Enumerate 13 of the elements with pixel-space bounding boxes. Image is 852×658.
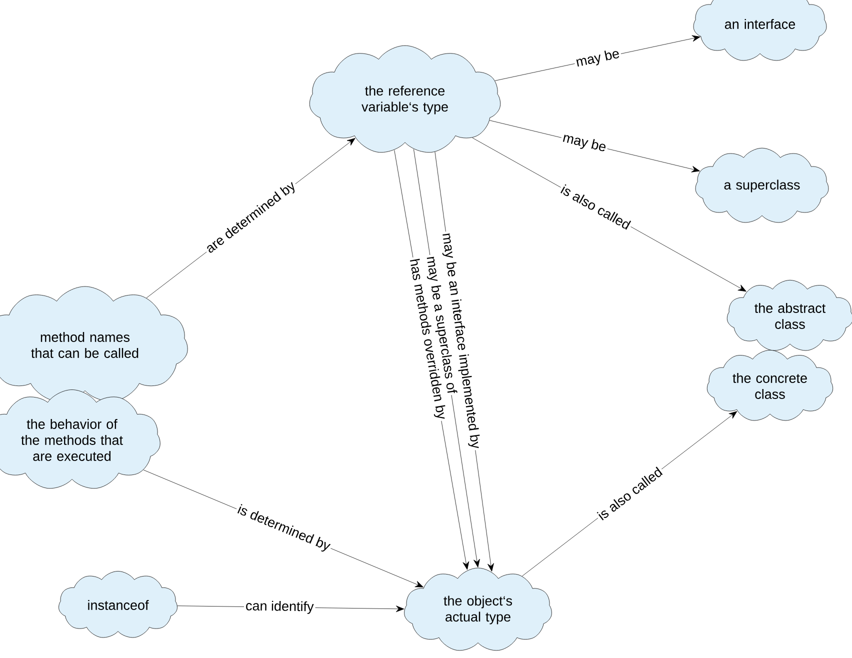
cloud-node: an interface xyxy=(693,0,827,61)
cloud-node: the object‘s actual type xyxy=(404,568,552,651)
cloud-node: the behavior of the methods that are executed xyxy=(0,390,160,489)
edge-label: can identify xyxy=(244,598,316,616)
edge-label: is also called xyxy=(558,182,634,232)
edge-label: may be xyxy=(560,130,610,156)
cloud-node: method names that can be called xyxy=(0,286,188,402)
cloud-node: the reference variable‘s type xyxy=(309,45,501,153)
edge-label: may be xyxy=(573,46,623,72)
cloud-node: instanceof xyxy=(58,571,178,638)
cloud-node: a superclass xyxy=(695,148,829,223)
cloud-node: the concrete class xyxy=(706,350,834,421)
cloud-node: the abstract class xyxy=(726,280,852,351)
